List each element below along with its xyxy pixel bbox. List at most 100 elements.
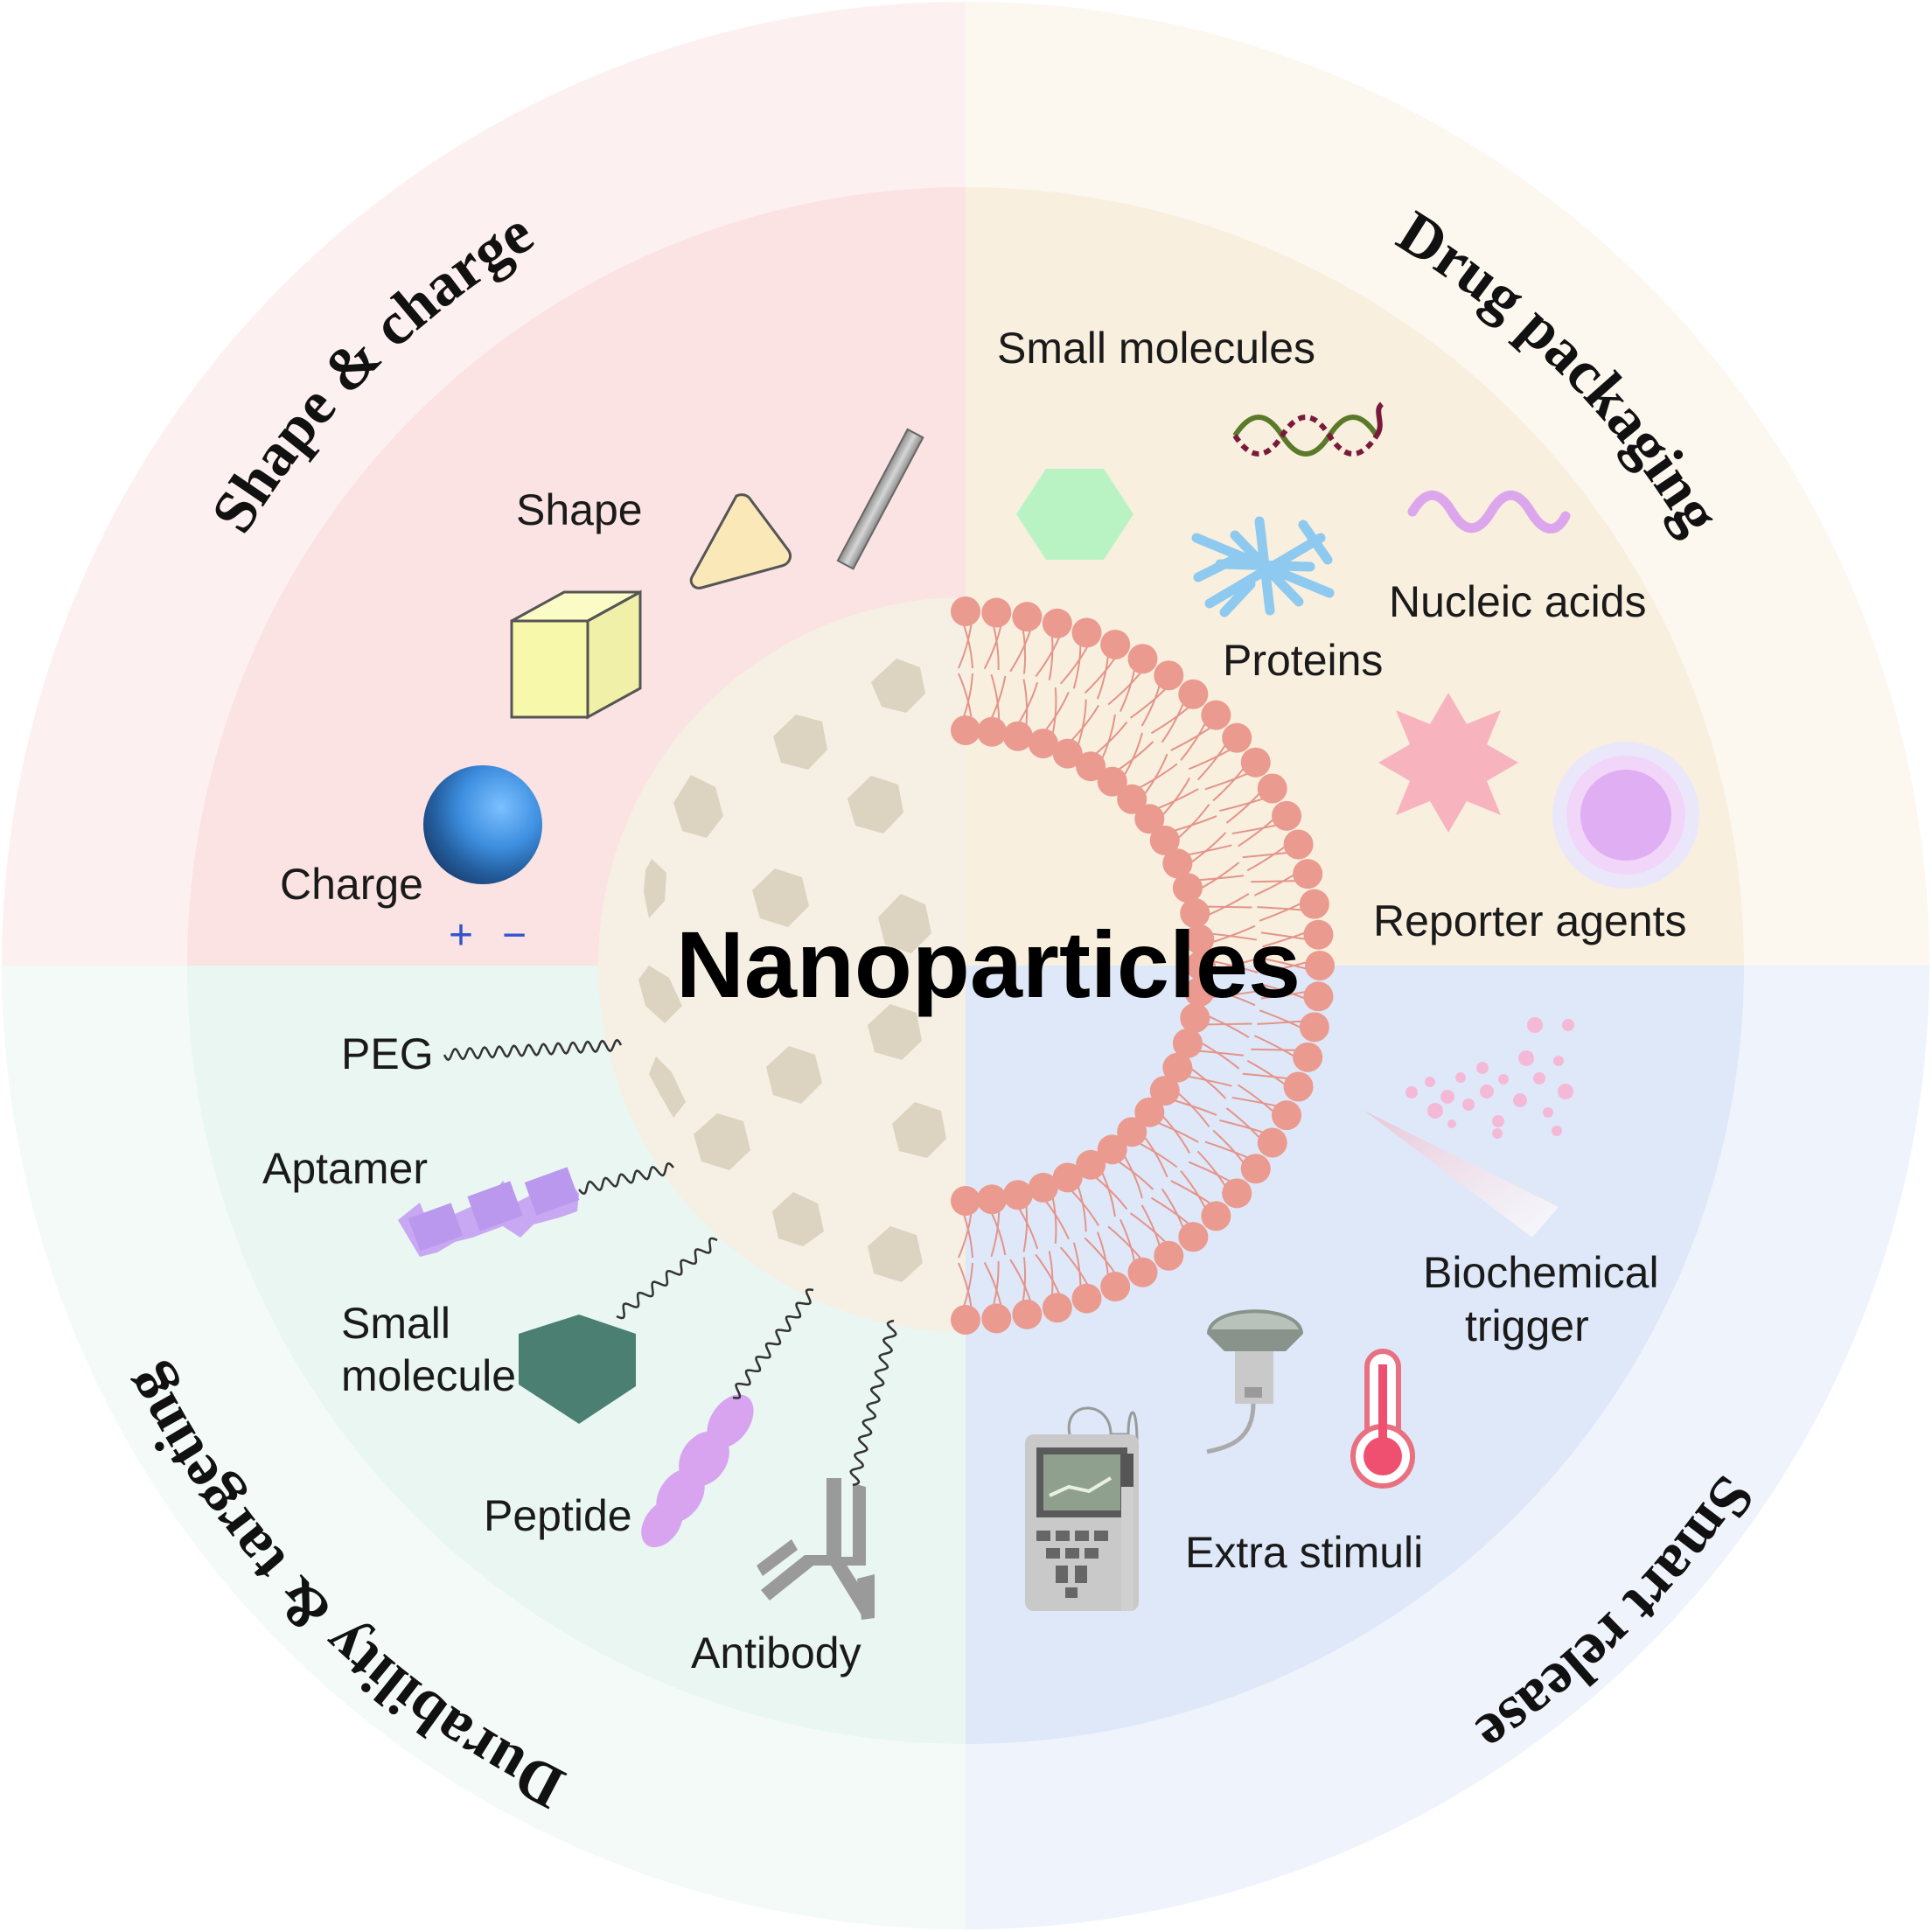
lipid-head [1071,617,1102,648]
lipid-head [1172,1028,1203,1058]
lipid-head [1002,1180,1033,1210]
lipid-head [1012,602,1043,632]
core-hexagons [638,659,946,1282]
label-antibody: Antibody [691,1629,861,1677]
lipid-head [1162,848,1193,879]
lipid-head [1303,981,1334,1012]
label-proteins: Proteins [1223,636,1383,685]
hexagon-icon [892,1102,946,1158]
lipid-head [1028,1172,1058,1203]
nucleic-acid-icon [1407,490,1571,534]
lipid-head [951,715,980,745]
label-aptamer: Aptamer [262,1144,428,1193]
plus-sign: + [449,912,473,959]
lipid-head [1100,1272,1131,1302]
small-molecule-linker-icon [616,1237,718,1320]
lipid-head [1178,679,1209,709]
lipid-head [1154,1240,1184,1271]
trigger-beam-icon [1364,1111,1559,1238]
drug-packaging-content: Small molecules Proteins Nucleic acids R… [997,324,1699,945]
lipid-head [1076,751,1106,782]
lipid-head [951,1305,980,1335]
lipid-head [1127,644,1158,674]
lipid-head [981,1303,1012,1334]
thermometer-icon [1350,1349,1415,1489]
lipid-bilayer [951,596,1335,1335]
lipid-head [1002,721,1033,751]
lipid-head [1076,1149,1106,1180]
lipid-head [977,716,1008,747]
lipid-head [1134,804,1165,834]
aptamer-linker-icon [578,1161,674,1196]
lipid-head [1283,829,1314,860]
peptide-linker-icon [732,1288,814,1399]
lipid-head [1283,1071,1314,1102]
star-reporter-icon [1378,693,1518,833]
lipid-head [1184,924,1215,954]
lipid-head [1257,1127,1287,1158]
lipid-head [1097,766,1127,797]
lipid-head [1154,660,1184,691]
helix-icon [1232,401,1384,457]
lipid-head [1052,738,1083,769]
reporter-core-icon [1580,770,1671,861]
hexagon-icon [868,1226,923,1282]
hexagon-icon [878,894,931,953]
lipid-head [1201,1201,1231,1231]
hexagon-icon [638,966,682,1023]
lipid-head [1134,1097,1165,1127]
hexagon-icon [752,868,809,927]
hexagon-icon [868,1004,922,1060]
lipid-head [1299,889,1329,919]
hexagon-icon [773,715,827,770]
durability-targeting-content: PEG Aptamer Small molecule Peptide [262,1029,897,1677]
lipid-head [1184,977,1215,1008]
lipid-head [1180,1002,1210,1033]
lipid-head [1240,1154,1271,1184]
lipid-head [1117,784,1147,814]
rod-shape-icon [836,428,924,570]
label-small-molecules: Small molecules [997,324,1315,373]
smart-release-content: Biochemical trigger [1025,1017,1659,1611]
hexagon-icon [766,1046,822,1104]
aptamer-icon [398,1167,580,1257]
hexagon-icon [644,859,666,918]
antibody-linker-icon [849,1319,897,1487]
label-biochemical-line1: Biochemical [1423,1248,1659,1297]
lipid-head [1149,825,1180,855]
hexagon-icon [772,1192,824,1246]
label-biochemical-line2: trigger [1465,1301,1589,1350]
nanoparticle-core [598,596,1335,1335]
minus-sign: − [502,912,527,959]
hexagon-icon [694,1113,750,1170]
lipid-head [1299,1012,1329,1043]
lipid-head [1071,1283,1102,1314]
lipid-head [1293,1042,1323,1072]
hexagon-icon [847,776,903,833]
center-title: Nanoparticles [676,911,1301,1017]
hexagon-icon [871,659,925,713]
antibody-icon [757,1478,875,1620]
lipid-head [1042,1293,1072,1323]
hexagon-small-molecule-icon [1016,469,1133,560]
label-peg: PEG [341,1029,434,1078]
lipid-head [1240,747,1271,778]
lipid-head [1305,951,1335,980]
lipid-head [1272,1100,1302,1131]
lipid-head [1257,773,1287,804]
label-small-molecule-line1: Small [341,1299,450,1348]
ultrasound-probe-icon [1206,1309,1303,1454]
lipid-head [1162,1052,1193,1083]
lipid-head [1127,1257,1158,1287]
particle-spray-icon [1405,1017,1574,1139]
lipid-head [1028,729,1058,759]
lipid-head [1272,800,1302,831]
lipid-head [1222,722,1252,753]
lipid-head [1149,1076,1180,1106]
lipid-head [1303,919,1334,950]
handheld-device-icon [1025,1406,1139,1611]
peptide-icon [641,1394,754,1548]
lipid-head [1172,873,1203,903]
